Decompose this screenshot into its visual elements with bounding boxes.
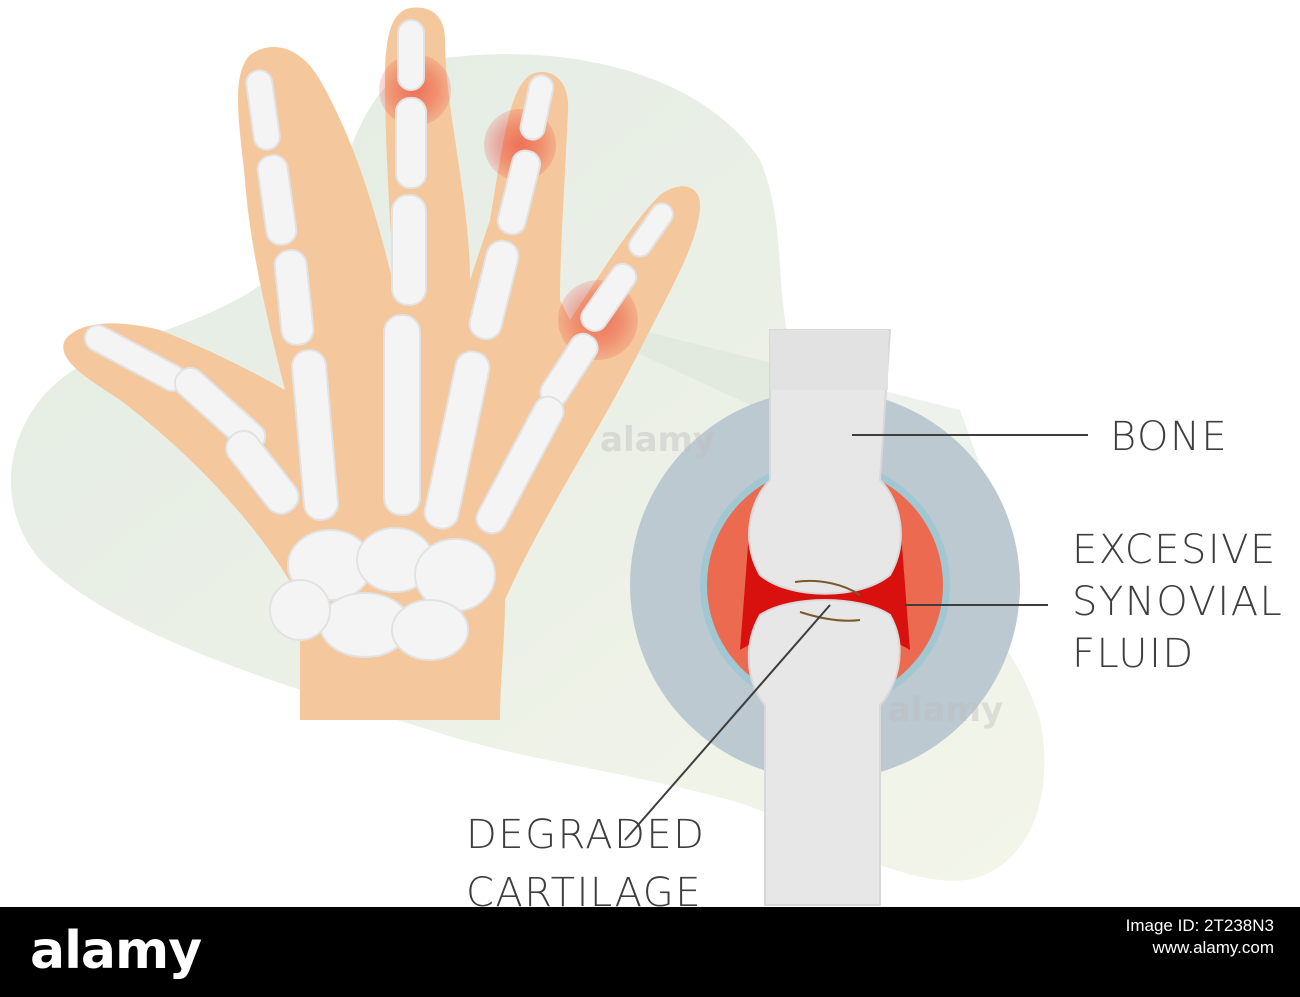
hand-bones [83, 19, 674, 661]
fluid-label-line-1: EXCESIVE [1072, 527, 1277, 573]
arthritis-diagram: BONE EXCESIVE SYNOVIAL FLUID DEGRADED CA… [11, 7, 1283, 916]
watermark: alamy [600, 420, 716, 460]
footer-site: www.alamy.com [1152, 938, 1274, 957]
footer-image-id: Image ID: 2T238N3 [1125, 916, 1274, 935]
joint-detail [630, 329, 1020, 906]
fluid-label-line-3: FLUID [1072, 631, 1195, 677]
footer-bar: alamy Image ID: 2T238N3 www.alamy.com [0, 907, 1300, 997]
footer-logo: alamy [30, 921, 202, 981]
bone-label: BONE [1110, 414, 1228, 460]
cartilage-label: DEGRADED CARTILAGE [466, 806, 705, 922]
cartilage-label-line-1: DEGRADED [466, 812, 706, 858]
diagram-svg [11, 7, 1088, 906]
cartilage-line [794, 579, 861, 596]
synovial-fluid-label: EXCESIVE SYNOVIAL FLUID [1072, 524, 1283, 680]
footer-image-info: Image ID: 2T238N3 www.alamy.com [1126, 915, 1274, 959]
upper-bone [748, 329, 902, 595]
watermark: alamy [888, 690, 1004, 730]
upper-bone-shaft [770, 330, 888, 390]
lower-bone [747, 599, 901, 906]
cartilage-line [799, 611, 861, 622]
cartilage-leader [624, 604, 831, 841]
bone-label-text: BONE [1110, 414, 1229, 460]
fluid-label-line-2: SYNOVIAL [1072, 579, 1284, 625]
hand-silhouette [63, 7, 701, 720]
leader-lines [624, 434, 1088, 841]
